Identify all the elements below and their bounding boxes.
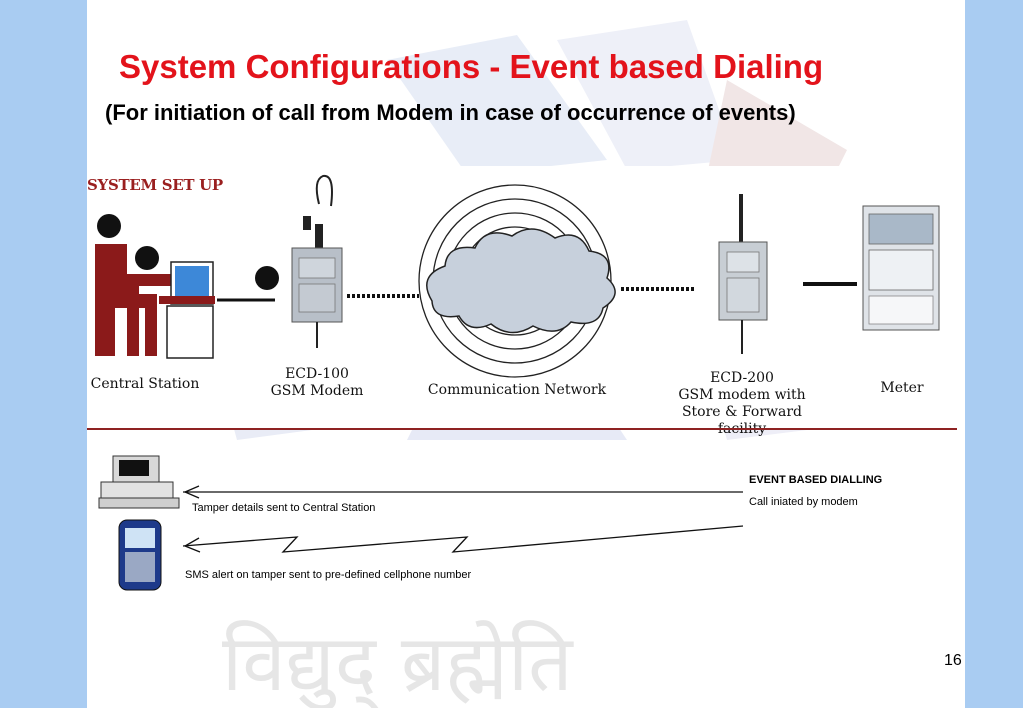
event-dialling-title: EVENT BASED DIALLING: [749, 474, 883, 486]
system-setup-diagram: [95, 174, 940, 378]
event-dialling-panel: EVENT BASED DIALLING Call iniated by mod…: [87, 440, 965, 602]
ecd-200-feature-label: Store & Forward facility: [681, 404, 803, 437]
computer-terminal-icon: [98, 455, 180, 509]
system-setup-label: SYSTEM SET UP: [87, 176, 223, 194]
ecd-200-type-label: GSM modem with: [678, 387, 806, 403]
page-number: 16: [944, 652, 962, 669]
ecd-200-modem-icon: [718, 194, 768, 354]
ecd-100-type-label: GSM Modem: [270, 383, 364, 399]
event-dialling-diagram: [98, 455, 744, 591]
tamper-message: Tamper details sent to Central Station: [192, 502, 376, 514]
meter-caption: Meter: [880, 380, 924, 396]
central-station-icon: [95, 214, 215, 359]
communication-network-cloud-icon: [418, 184, 616, 378]
communication-network-caption: Communication Network: [427, 382, 607, 398]
ecd-100-label: ECD-100: [285, 366, 349, 382]
sms-arrow-head: [183, 537, 201, 553]
slide: विद्युद् ब्रह्मेति System Configurations…: [87, 0, 965, 708]
central-station-caption: Central Station: [90, 376, 200, 392]
meter-icon: [862, 205, 940, 331]
ecd-200-label: ECD-200: [710, 370, 774, 386]
slide-title: System Configurations - Event based Dial…: [119, 48, 824, 85]
ecd-100-modem-icon: [255, 174, 343, 348]
system-setup-panel: SYSTEM SET UP: [87, 166, 965, 437]
watermark-text: विद्युद् ब्रह्मेति: [222, 619, 574, 708]
slide-subtitle: (For initiation of call from Modem in ca…: [105, 100, 796, 125]
cellphone-icon: [118, 519, 162, 591]
tamper-arrow-head: [183, 485, 200, 499]
event-dialling-subtitle: Call iniated by modem: [749, 496, 858, 508]
section-divider: [87, 428, 957, 430]
sms-alert-message: SMS alert on tamper sent to pre-defined …: [185, 569, 472, 581]
sms-arrow-line: [182, 525, 744, 553]
ecd-100-caption: ECD-100 GSM Modem: [257, 366, 377, 400]
